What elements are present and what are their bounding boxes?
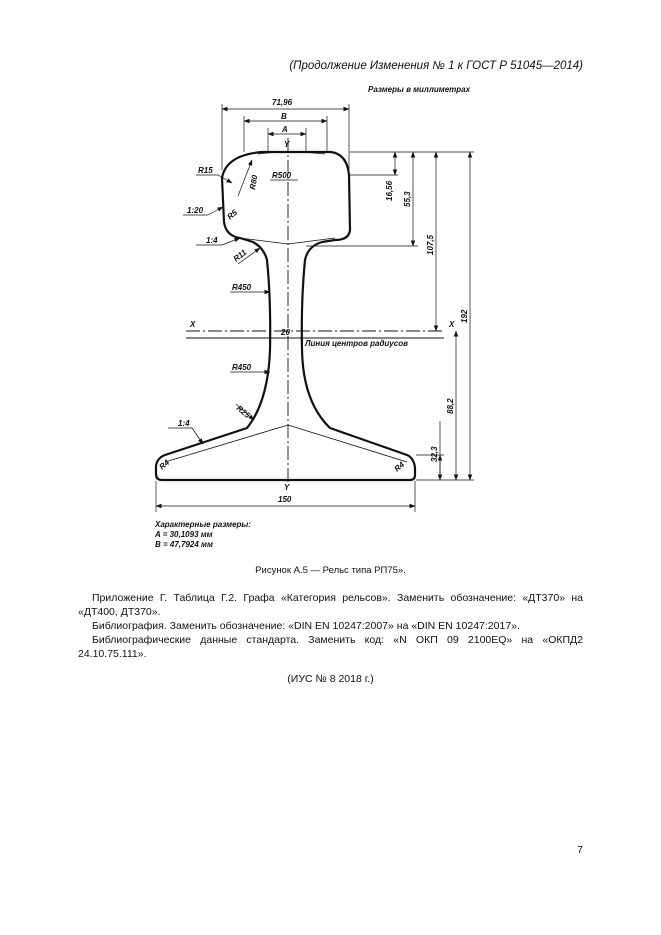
dim-web-width: 20 [280, 328, 290, 337]
char-title: Характерные размеры: [155, 520, 251, 529]
radius-r15: R15 [198, 166, 213, 175]
dim-192: 192 [460, 309, 469, 323]
radius-r450-upper: R450 [232, 283, 252, 292]
radius-r5: R5 [226, 208, 240, 222]
radius-r25: R25 [235, 404, 252, 421]
dim-88-2: 88,2 [446, 398, 455, 414]
rail-outline [154, 150, 417, 482]
slope-head: 1:20 [187, 206, 204, 215]
radius-r11: R11 [232, 247, 249, 263]
axis-y-top: Y [284, 140, 290, 149]
dim-base-width: 150 [278, 495, 292, 504]
dim-top-width: 71,96 [272, 98, 293, 107]
paragraph-biblio-data: Библиографические данные стандарта. Заме… [78, 634, 583, 660]
radius-r450-lower: R450 [232, 363, 252, 372]
radius-r80: R80 [248, 174, 260, 191]
radius-r500: R500 [272, 171, 292, 180]
slope-foot: 1:4 [178, 419, 190, 428]
dim-b: B [281, 112, 287, 121]
char-a: A = 30,1093 мм [155, 530, 213, 539]
char-b: B = 47,7924 мм [155, 540, 213, 549]
dim-16-56: 16,56 [385, 180, 394, 201]
figure-caption: Рисунок А.5 — Рельс типа РП75». [255, 565, 406, 576]
page-header: (Продолжение Изменения № 1 к ГОСТ Р 5104… [289, 60, 583, 72]
page-number: 7 [577, 844, 583, 856]
dim-55-3: 55,3 [403, 191, 412, 207]
rail-profile-drawing: 71,96 B A Y 16,56 55,3 107,5 192 88,2 32… [154, 98, 474, 512]
paragraph-bibliography: Библиография. Заменить обозначение: «DIN… [92, 620, 520, 632]
dim-32-3: 32,3 [430, 446, 439, 462]
dim-a: A [281, 125, 288, 134]
axis-x-left: X [189, 320, 196, 329]
paragraph-appendix: Приложение Г. Таблица Г.2. Графа «Катего… [78, 592, 583, 618]
axis-y-bottom: Y [284, 483, 290, 492]
units-note: Размеры в миллиметрах [368, 85, 471, 94]
ius-reference: (ИУС № 8 2018 г.) [287, 673, 374, 685]
characteristic-dimensions: Характерные размеры: A = 30,1093 мм B = … [155, 520, 251, 550]
axis-x-right: X [448, 320, 455, 329]
radius-centers-label: Линия центров радиусов [304, 339, 408, 348]
slope-neck: 1:4 [206, 236, 218, 245]
radius-r4-right: R4 [393, 460, 407, 474]
dim-107-5: 107,5 [426, 234, 435, 255]
